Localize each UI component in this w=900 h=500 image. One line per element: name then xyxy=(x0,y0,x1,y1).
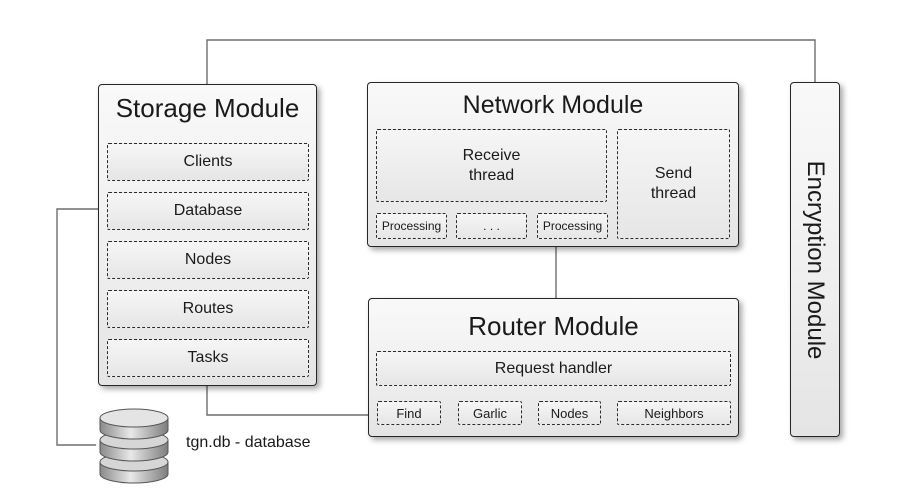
database-cylinder-icon xyxy=(99,408,169,484)
database-label: tgn.db - database xyxy=(186,434,311,451)
handler-neighbors: Neighbors xyxy=(617,401,731,425)
storage-encryption-link xyxy=(206,39,816,84)
encryption-module-title: Encryption Module xyxy=(802,160,829,359)
storage-module: Storage Module xyxy=(98,84,317,386)
storage-module-title: Storage Module xyxy=(115,93,300,123)
storage-item-tasks: Tasks xyxy=(107,339,309,377)
storage-item-routes: Routes xyxy=(107,290,309,328)
network-module-title: Network Module xyxy=(462,91,644,119)
handler-nodes: Nodes xyxy=(538,401,601,425)
processing-worker-ellipsis: . . . xyxy=(456,213,527,239)
storage-item-nodes: Nodes xyxy=(107,241,309,279)
processing-worker-2: Processing xyxy=(537,213,608,239)
encryption-module: Encryption Module xyxy=(790,82,840,437)
handler-find: Find xyxy=(377,401,441,425)
storage-item-clients: Clients xyxy=(107,143,309,181)
storage-router-link xyxy=(206,385,369,416)
send-thread: Send thread xyxy=(617,129,730,239)
storage-database-link xyxy=(56,208,100,446)
storage-item-database: Database xyxy=(107,192,309,230)
processing-worker-1: Processing xyxy=(376,213,447,239)
receive-thread: Receive thread xyxy=(376,129,607,202)
handler-garlic: Garlic xyxy=(458,401,522,425)
request-handler: Request handler xyxy=(376,351,731,386)
router-module-title: Router Module xyxy=(468,311,639,341)
